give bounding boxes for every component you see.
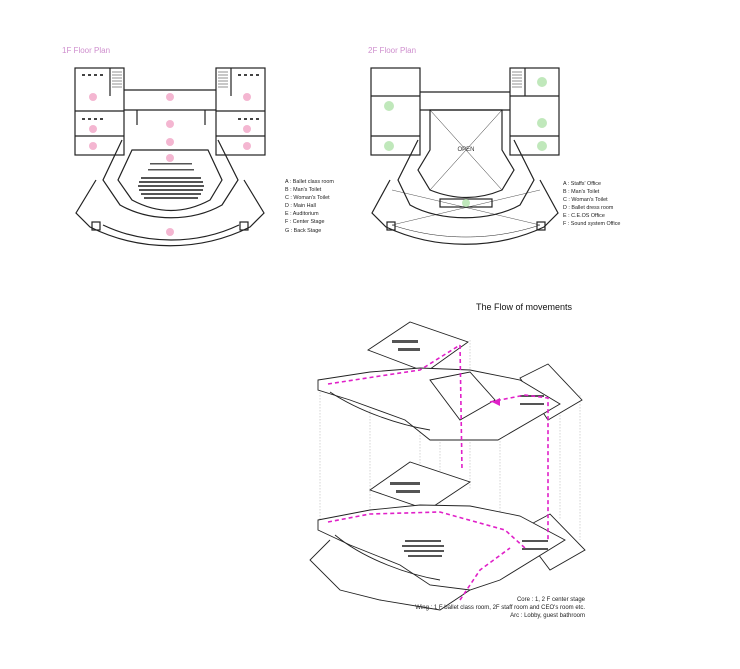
legend-item: B : Man's Toilet bbox=[563, 189, 600, 196]
legend-item: E : C.E.OS Office bbox=[563, 213, 605, 220]
legend-item: G : Back Stage bbox=[285, 227, 322, 234]
caption-wing: Wing : 1 F ballet class room, 2F staff r… bbox=[415, 605, 585, 611]
caption-core: Core : 1, 2 F center stage bbox=[516, 597, 585, 603]
plan-1f-title: 1F Floor Plan bbox=[62, 46, 111, 55]
legend-item: A : Ballet class room bbox=[285, 179, 334, 185]
flow-title: The Flow of movements bbox=[476, 302, 573, 312]
legend-item: E : Auditorium bbox=[285, 211, 319, 218]
legend-item: D : Ballet dress room bbox=[563, 205, 614, 212]
plan-1f-legend: A : Ballet class room B : Man's Toilet C… bbox=[285, 178, 334, 235]
legend-item: F : Center Stage bbox=[285, 219, 325, 226]
legend-item: F : Sound system Office bbox=[563, 221, 621, 228]
legend-item: D : Main Hall bbox=[285, 203, 316, 210]
plan-2f-legend: A : Staffs' Office B : Man's Toilet C : … bbox=[563, 180, 620, 229]
legend-item: A : Staffs' Office bbox=[563, 181, 601, 187]
legend-item: C : Woman's Toilet bbox=[285, 195, 330, 202]
caption-arc: Arc : Lobby, guest bathroom bbox=[510, 613, 585, 619]
legend-item: C : Woman's Toilet bbox=[563, 197, 608, 204]
flow-caption: Core : 1, 2 F center stage Wing : 1 F ba… bbox=[415, 596, 585, 620]
plan-2f-title: 2F Floor Plan bbox=[368, 46, 417, 55]
legend-item: B : Man's Toilet bbox=[285, 187, 322, 194]
